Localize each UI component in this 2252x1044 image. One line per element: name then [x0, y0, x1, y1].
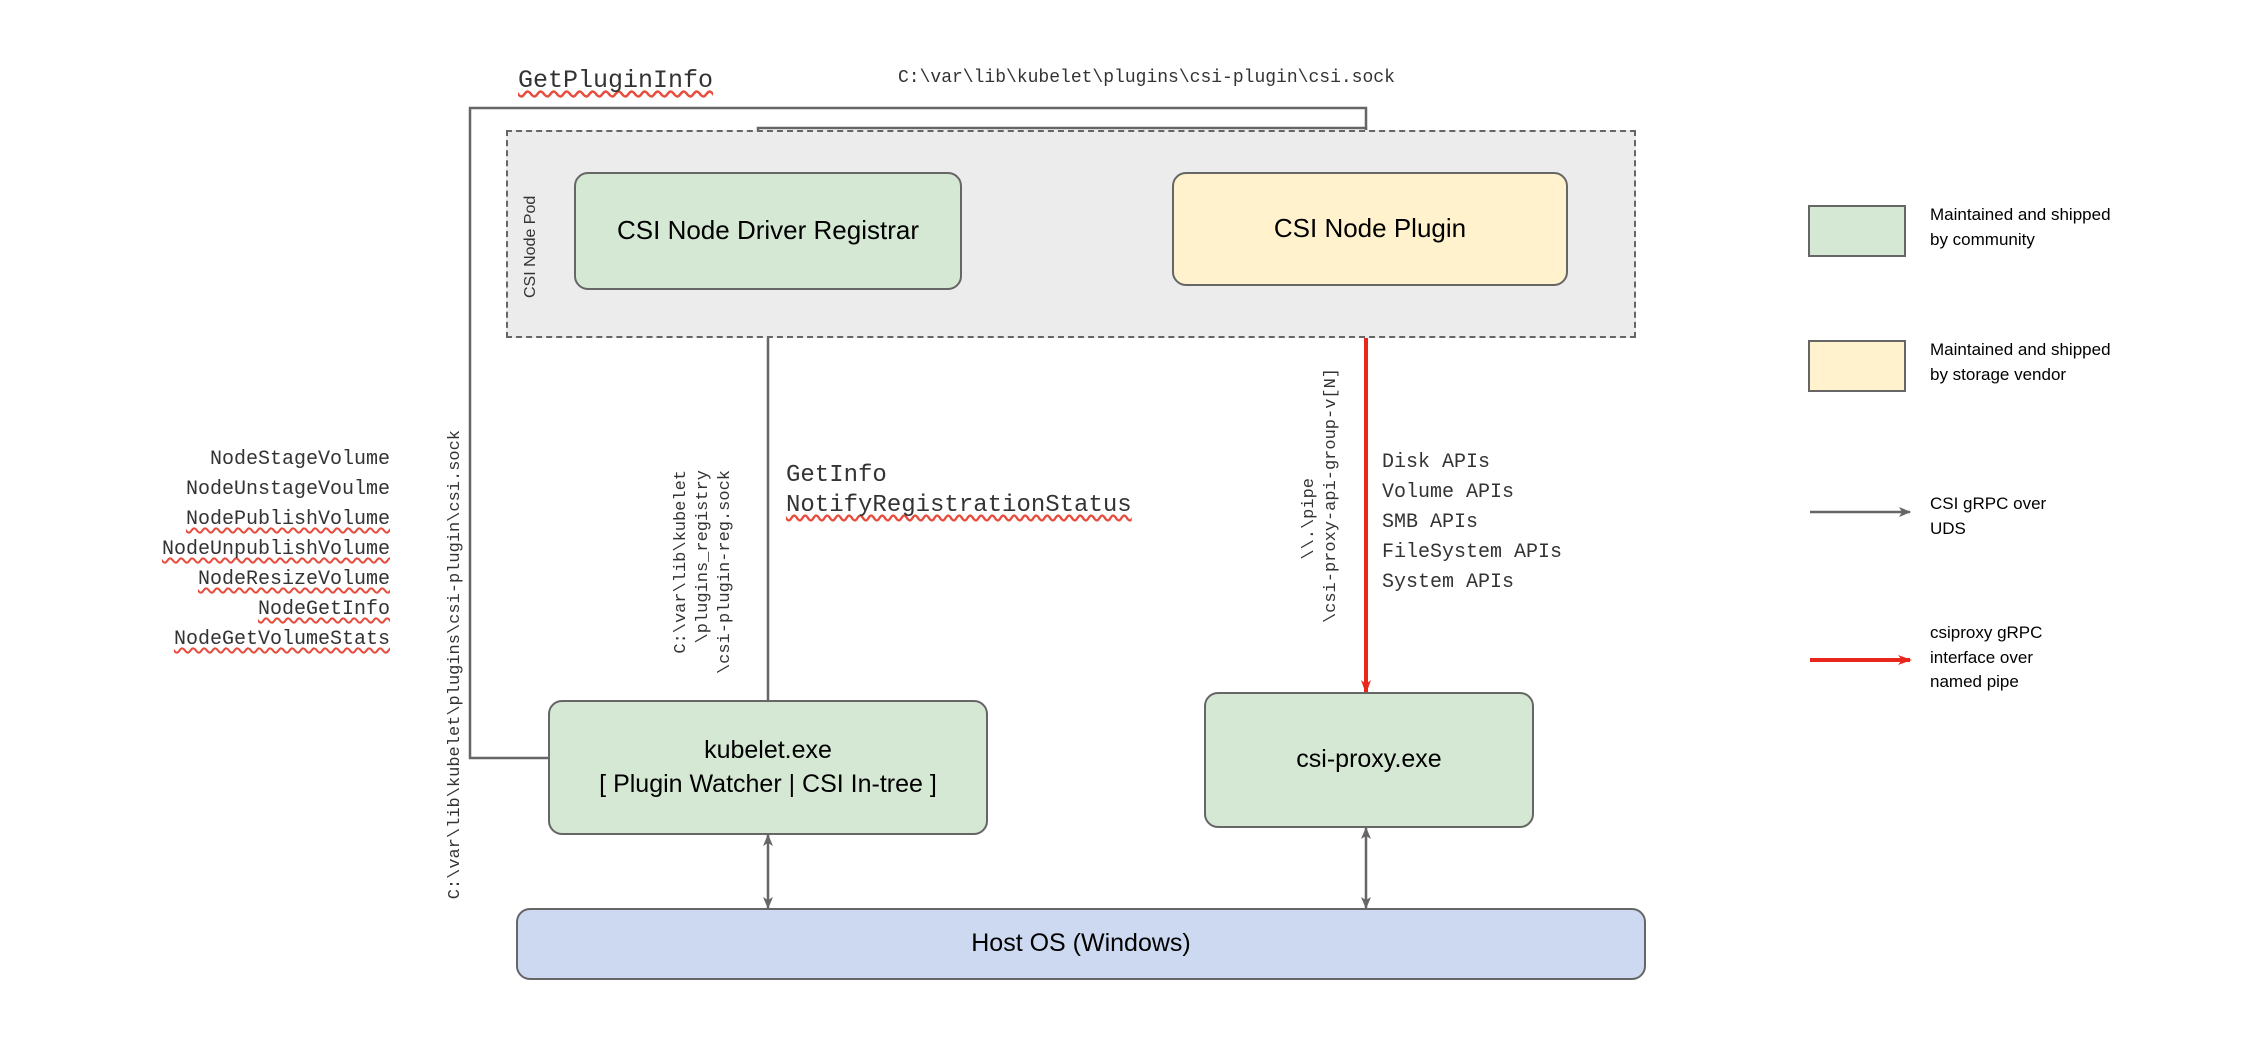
node-csi-proxy-exe[interactable]: csi-proxy.exe	[1204, 692, 1534, 828]
legend-swatch-storage-vendor	[1808, 340, 1906, 392]
node-service-call-item: NodePublishVolume	[185, 508, 390, 531]
node-csi-node-driver-registrar[interactable]: CSI Node Driver Registrar	[574, 172, 962, 290]
label-named-pipe-line1: \\.\pipe	[1300, 478, 1319, 560]
node-host-os[interactable]: Host OS (Windows)	[516, 908, 1646, 980]
legend-label-community: Maintained and shipped by community	[1930, 205, 2111, 249]
node-csi-node-driver-registrar-label: CSI Node Driver Registrar	[617, 215, 919, 246]
label-registry-path-line2: \plugins_registry	[694, 470, 713, 644]
label-get-info: GetInfo	[786, 462, 887, 489]
legend-label-csi-grpc-uds: CSI gRPC over UDS	[1930, 494, 2047, 538]
node-service-calls-list: NodeStageVolume NodeUnstageVoulme NodePu…	[80, 445, 390, 655]
csi-proxy-apis-list: Disk APIs Volume APIs SMB APIs FileSyste…	[1382, 451, 1563, 594]
label-csi-sock-path-top: C:\var\lib\kubelet\plugins\csi-plugin\cs…	[898, 68, 1395, 88]
label-csi-sock-path-left: C:\var\lib\kubelet\plugins\csi-plugin\cs…	[446, 430, 465, 900]
node-service-call-item: NodeResizeVolume	[197, 568, 390, 591]
node-csi-proxy-exe-label: csi-proxy.exe	[1296, 745, 1442, 774]
node-kubelet-exe[interactable]: kubelet.exe [ Plugin Watcher | CSI In-tr…	[548, 700, 988, 835]
label-registry-path-line1: C:\var\lib\kubelet	[672, 470, 691, 654]
csi-node-pod-label: CSI Node Pod	[522, 195, 539, 298]
node-kubelet-exe-line1: kubelet.exe	[704, 735, 832, 764]
node-service-call-item: NodeStageVolume	[209, 448, 390, 471]
legend-label-csiproxy-named-pipe: csiproxy gRPC interface over named pipe	[1930, 623, 2043, 692]
node-service-call-item: NodeUnstageVoulme	[185, 478, 390, 501]
node-service-call-item: NodeGetInfo	[257, 598, 390, 621]
label-get-plugin-info: GetPluginInfo	[518, 66, 714, 95]
node-kubelet-exe-line2: [ Plugin Watcher | CSI In-tree ]	[599, 769, 937, 798]
node-host-os-label: Host OS (Windows)	[971, 929, 1191, 958]
node-csi-node-plugin-label: CSI Node Plugin	[1273, 213, 1467, 244]
node-csi-node-plugin[interactable]: CSI Node Plugin	[1172, 172, 1568, 286]
node-service-call-item: NodeGetVolumeStats	[173, 628, 390, 651]
node-service-call-item: NodeUnpublishVolume	[161, 538, 390, 561]
legend-swatch-community	[1808, 205, 1906, 257]
label-named-pipe-line2: \csi-proxy-api-group-v[N]	[1322, 368, 1341, 624]
label-notify-registration-status: NotifyRegistrationStatus	[786, 492, 1132, 519]
legend-label-storage-vendor: Maintained and shipped by storage vendor	[1930, 340, 2111, 384]
label-registry-path-line3: \csi-plugin-reg.sock	[716, 470, 735, 675]
